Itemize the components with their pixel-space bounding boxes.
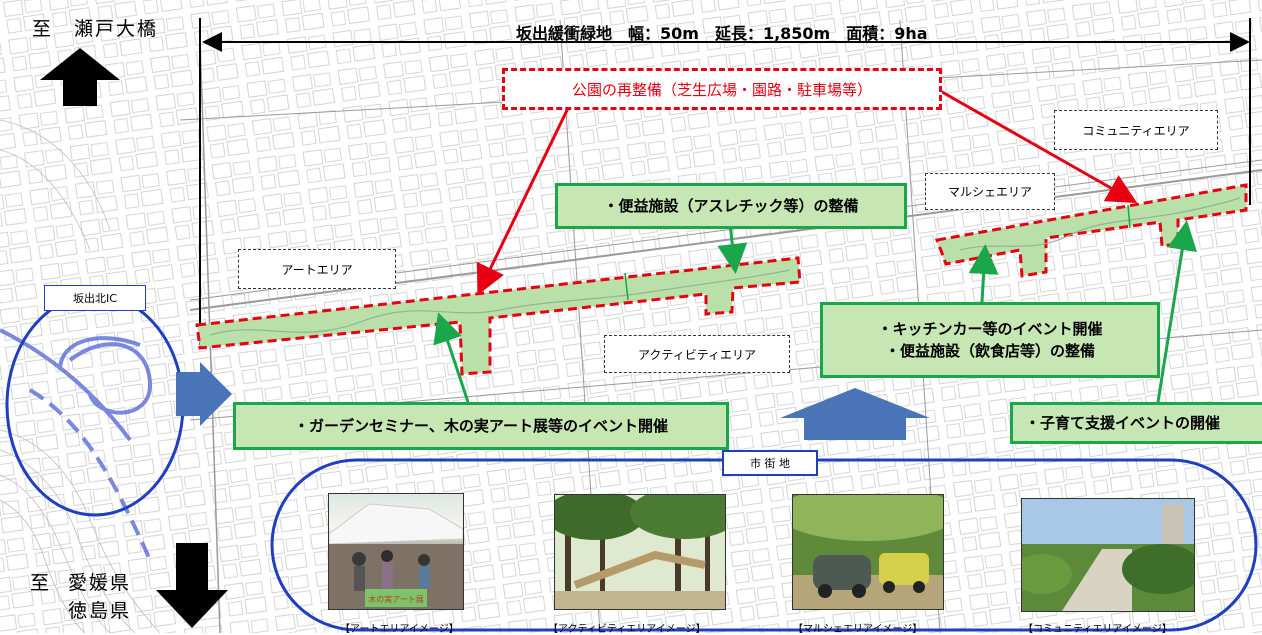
blue-arrow-north	[780, 388, 930, 440]
interchange-label: 坂出北IC	[44, 285, 146, 311]
callout-garden-seminar-text: ・ガーデンセミナー、木の実アート展等のイベント開催	[294, 416, 668, 435]
park-strip-west	[195, 256, 802, 376]
callout-athletic-facility-text: ・便益施設（アスレチック等）の整備	[603, 196, 859, 215]
south-direction-line2: 徳島県	[68, 600, 132, 622]
area-label-marche-text: マルシェエリア	[947, 185, 1032, 199]
area-label-activity-text: アクティビティエリア	[638, 347, 756, 362]
area-label-art-text: アートエリア	[281, 262, 353, 277]
area-label-community: コミュニティエリア	[1054, 110, 1218, 150]
caption-activity-area: 【アクティビティエリアイメージ】	[548, 624, 706, 635]
area-label-art: アートエリア	[238, 249, 396, 289]
caption-marche-area: 【マルシェエリアイメージ】	[793, 624, 923, 635]
photo-community-area	[1021, 498, 1195, 612]
park-redevelopment-callout: 公園の再整備（芝生広場・園路・駐車場等）	[502, 68, 942, 110]
photo-art-area: 木の実アート展	[328, 493, 464, 610]
photo-marche-area-art	[793, 495, 943, 609]
area-label-marche: マルシェエリア	[925, 173, 1055, 210]
blue-arrow-east	[176, 362, 232, 426]
park-strip-east	[934, 183, 1248, 278]
interchange-label-text: 坂出北IC	[73, 292, 117, 305]
callout-garden-seminar: ・ガーデンセミナー、木の実アート展等のイベント開催	[233, 402, 729, 450]
town-label-text: 市 街 地	[750, 457, 790, 470]
callout-childcare: ・子育て支援イベントの開催	[1010, 402, 1262, 444]
callout-kitchen-car-line2: ・便益施設（飲食店等）の整備	[884, 342, 1095, 360]
callout-kitchen-car-line1: ・キッチンカー等のイベント開催	[877, 319, 1103, 338]
south-direction-prefix: 至	[30, 572, 52, 594]
photo-art-area-art: 木の実アート展	[329, 503, 463, 609]
caption-community-area: 【コミュニティエリアイメージ】	[1023, 624, 1172, 635]
south-direction-line1: 愛媛県	[68, 572, 132, 594]
north-direction-label: 至 瀬戸大橋	[32, 18, 159, 40]
photo-activity-area	[554, 494, 726, 610]
park-redevelopment-text: 公園の再整備（芝生広場・園路・駐車場等）	[571, 80, 872, 99]
area-label-activity: アクティビティエリア	[604, 335, 790, 373]
photo-community-area-art	[1022, 499, 1194, 611]
callout-childcare-text: ・子育て支援イベントの開催	[1025, 413, 1221, 432]
photo-marche-area	[792, 494, 944, 610]
photo-activity-area-art	[555, 495, 725, 609]
town-label: 市 街 地	[722, 450, 818, 476]
photo-sign-text: 木の実アート展	[368, 594, 424, 604]
area-label-community-text: コミュニティエリア	[1082, 123, 1190, 138]
callout-athletic-facility: ・便益施設（アスレチック等）の整備	[555, 183, 907, 229]
north-arrow	[40, 48, 120, 106]
south-arrow	[156, 543, 228, 628]
map-title: 坂出緩衝緑地 幅：50m 延長：1,850m 面積：9ha	[516, 24, 928, 43]
callout-kitchen-car: ・キッチンカー等のイベント開催 ・便益施設（飲食店等）の整備	[820, 302, 1160, 378]
caption-art-area: 【アートエリアイメージ】	[340, 624, 459, 635]
